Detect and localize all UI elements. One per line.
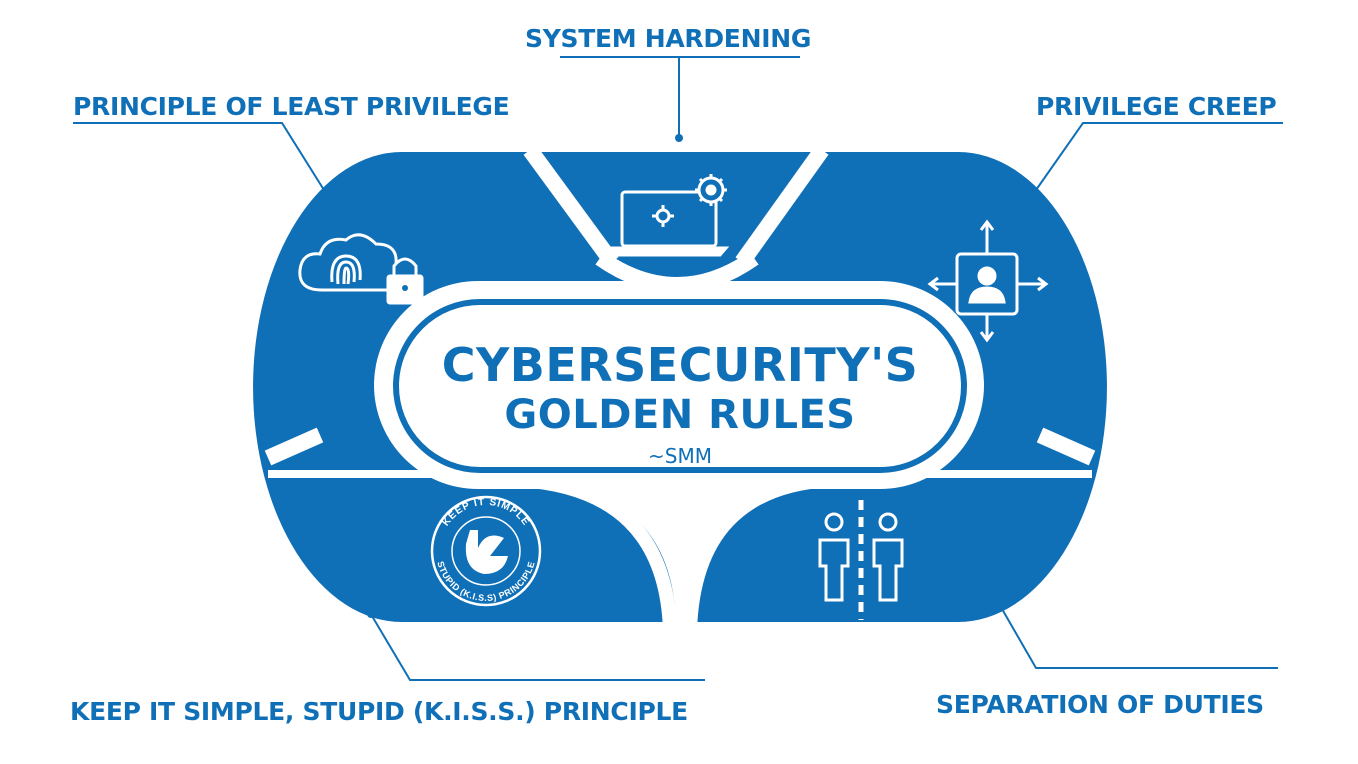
user-arrows-icon bbox=[927, 219, 1049, 343]
label-kiss-principle: KEEP IT SIMPLE, STUPID (K.I.S.S.) PRINCI… bbox=[70, 697, 688, 726]
leader-dots bbox=[321, 134, 1038, 618]
center-pill-border bbox=[393, 299, 967, 473]
label-privilege-creep: PRIVILEGE CREEP bbox=[1036, 92, 1277, 121]
leader-lines bbox=[73, 56, 1283, 681]
center-pill-ring bbox=[374, 281, 984, 489]
title-line-2: GOLDEN RULES bbox=[504, 392, 856, 438]
segment-separators bbox=[264, 145, 1096, 466]
two-people-divider-icon bbox=[818, 500, 904, 620]
label-separation-of-duties: SEPARATION OF DUTIES bbox=[936, 690, 1264, 719]
cloud-fingerprint-lock-icon bbox=[298, 233, 424, 305]
bottom-channel-gap bbox=[268, 470, 1092, 628]
label-least-privilege: PRINCIPLE OF LEAST PRIVILEGE bbox=[73, 92, 510, 121]
label-system-hardening: SYSTEM HARDENING bbox=[525, 24, 812, 53]
author-signature: ~SMM bbox=[648, 444, 712, 468]
title-line-1: CYBERSECURITY'S bbox=[441, 338, 919, 392]
laptop-gear-icon bbox=[608, 174, 730, 257]
